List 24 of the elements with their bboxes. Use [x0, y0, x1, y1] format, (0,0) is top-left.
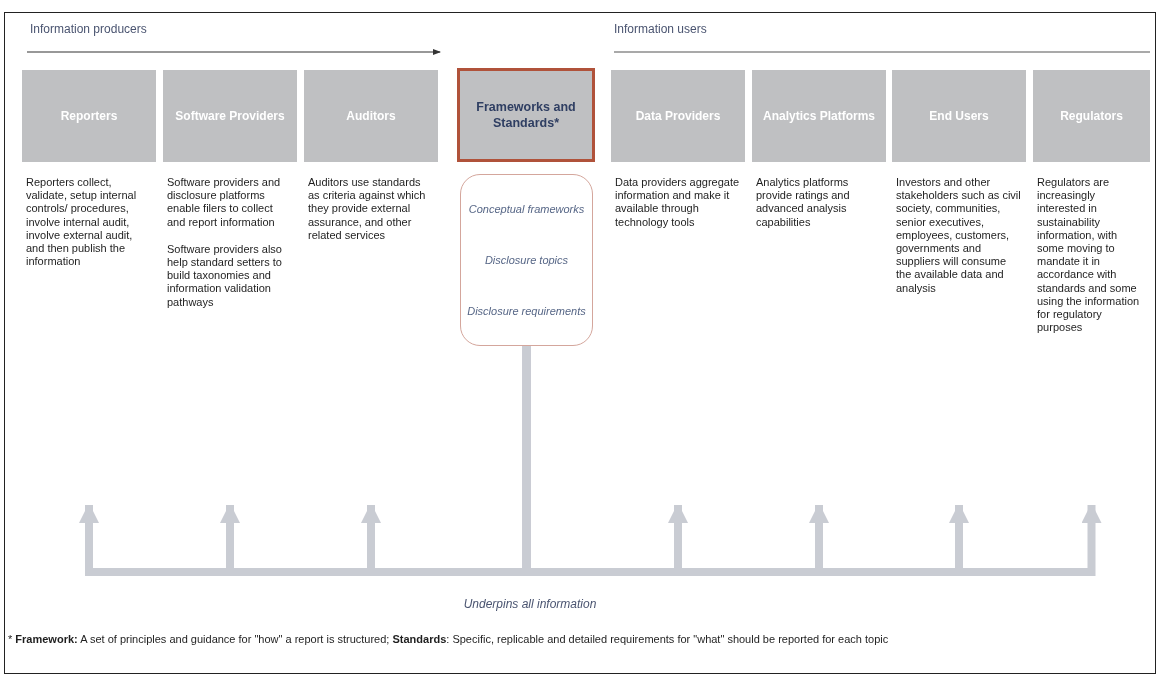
caption-text: Underpins all information	[462, 597, 598, 613]
header-box: Auditors	[304, 70, 438, 162]
header-box: Reporters	[22, 70, 156, 162]
description-text: Software providers and disclosure platforms enable filers to collect and report information	[166, 176, 282, 229]
section-heading: Information producers	[30, 22, 147, 38]
footnote-text: *Framework: A set of principles and guidance for "how" a report is structured; Standards: Specific, replicable and detailed requirements for "what" should be reported for each topic	[8, 632, 890, 647]
header-box: Software Providers	[163, 70, 297, 162]
item-text: Disclosure topics	[484, 252, 569, 268]
header-box: End Users	[892, 70, 1026, 162]
description-text: Analytics platforms provide ratings and advanced analysis capabilities	[755, 176, 851, 229]
rounded-box	[460, 174, 593, 346]
description-text: Data providers aggregate information and make it available through technology tools	[614, 176, 741, 229]
item-text: Conceptual frameworks	[468, 201, 585, 216]
header-box: Data Providers	[611, 70, 745, 162]
header-box: Regulators	[1033, 70, 1150, 162]
highlighted-box: Frameworks and Standards*	[457, 68, 595, 162]
header-box: Analytics Platforms	[752, 70, 886, 162]
description-text: Investors and other stakeholders such as civil society, communities, senior executives, employees, customers, governments and suppliers will consume the available data and analysis	[895, 176, 1022, 295]
description-text: Software providers also help standard setters to build taxonomies and information validation pathways	[166, 242, 283, 309]
item-text: Disclosure requirements	[467, 304, 586, 319]
description-text: Reporters collect, validate, setup internal controls/ procedures, involve internal audit, involve external audit, and then publish the information	[25, 176, 138, 269]
description-text: Regulators are increasingly interested in sustainability information, with some moving to mandate it in accordance with standards and some using the information for regulatory purposes	[1036, 176, 1141, 335]
description-text: Auditors use standards as criteria against which they provide external assurance, and other related services	[307, 176, 427, 242]
section-heading: Information users	[614, 22, 707, 38]
